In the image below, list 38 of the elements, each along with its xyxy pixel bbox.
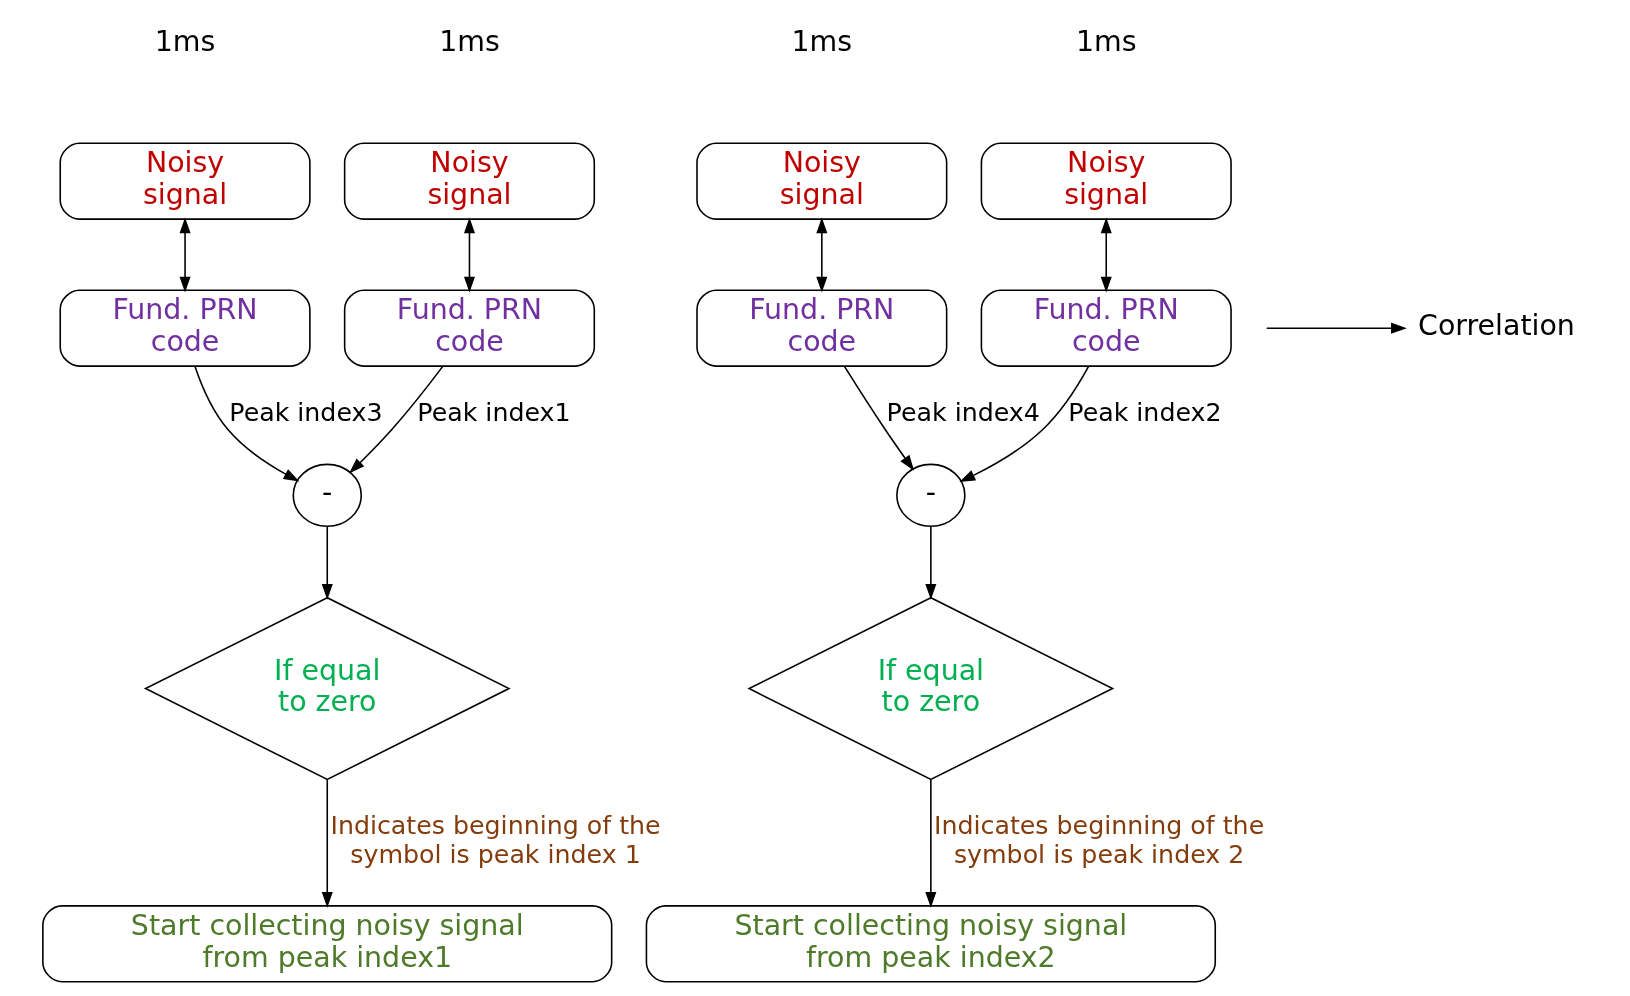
node-circle: -	[895, 463, 966, 527]
arrow	[193, 364, 299, 481]
arrow	[321, 778, 333, 908]
node-diamond: If equal to zero	[746, 596, 1114, 780]
node-box: Fund. PRN code	[695, 288, 947, 367]
arrow	[348, 364, 444, 473]
arrow	[1100, 216, 1112, 293]
edge-label: Peak index3	[228, 397, 383, 427]
node-box: Noisy signal	[343, 142, 595, 220]
node-box: Noisy signal	[695, 142, 947, 220]
arrow	[958, 365, 1089, 482]
label: 1ms	[1075, 24, 1137, 58]
node-text: Correlation	[1417, 308, 1575, 342]
arrow	[321, 525, 333, 600]
node-box: Fund. PRN code	[980, 288, 1232, 367]
edge-label: Indicates beginning of the symbol is peak index 1	[329, 810, 661, 869]
arrow	[843, 365, 914, 471]
arrow	[179, 216, 191, 293]
node-box: Start collecting noisy signal from peak index2	[645, 904, 1216, 982]
edge-label: Indicates beginning of the symbol is peak index 2	[933, 810, 1264, 869]
label: 1ms	[791, 24, 852, 58]
arrow	[924, 525, 936, 600]
edge-label: Peak index2	[1067, 397, 1222, 427]
arrow	[815, 216, 827, 293]
label: 1ms	[154, 24, 215, 58]
arrow	[924, 778, 936, 908]
node-box: Start collecting noisy signal from peak index1	[41, 904, 612, 982]
edge-label: Peak index4	[886, 397, 1040, 427]
node-box: Noisy signal	[980, 142, 1232, 220]
node-box: Fund. PRN code	[343, 288, 595, 367]
node-box: Noisy signal	[58, 142, 311, 220]
edge-label: Peak index1	[416, 397, 571, 427]
arrow	[1265, 322, 1407, 334]
node-diamond: If equal to zero	[143, 596, 511, 780]
node-box: Fund. PRN code	[58, 288, 311, 367]
node-circle: -	[292, 463, 362, 527]
arrow	[463, 216, 475, 293]
label: 1ms	[438, 24, 500, 58]
